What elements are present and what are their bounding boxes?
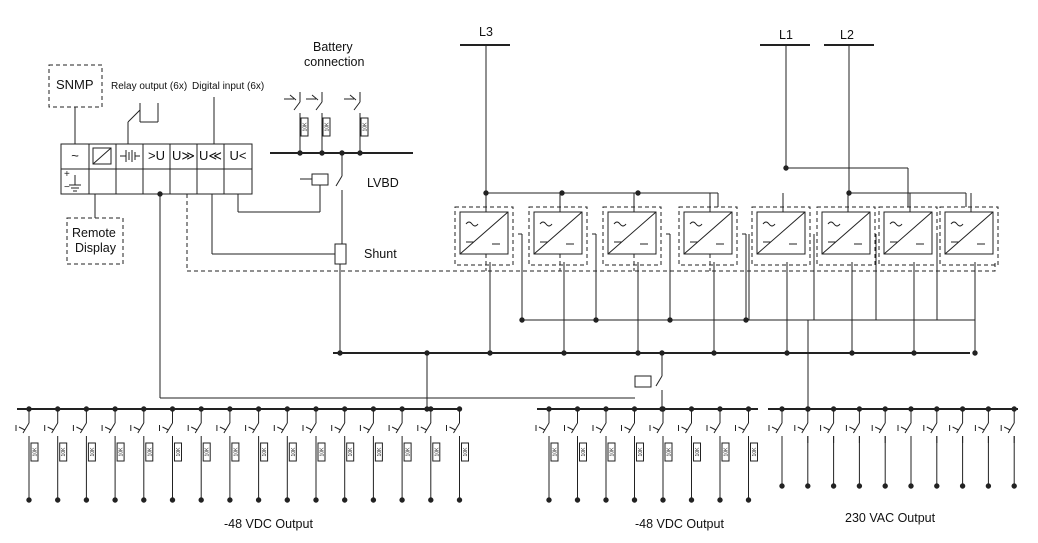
phase-l1-label: L1 <box>779 28 793 42</box>
svg-text:10K: 10K <box>291 447 297 457</box>
rectifier <box>454 206 514 266</box>
lvbd-relay <box>311 173 329 186</box>
controller-low-voltage-symbol: U≪ <box>199 148 222 163</box>
svg-text:10K: 10K <box>303 122 309 132</box>
controller-ac-symbol: ~ <box>71 148 79 163</box>
relay-output-label: Relay output (6x) <box>111 81 188 92</box>
svg-text:10K: 10K <box>233 447 239 457</box>
shunt <box>334 243 347 265</box>
phase-l3-label: L3 <box>479 25 493 39</box>
svg-text:10K: 10K <box>147 447 153 457</box>
battery-string: 10K <box>306 92 331 140</box>
ac-breaker <box>897 406 914 489</box>
dc-breaker-left: 10K <box>245 406 269 503</box>
dc-breaker-left: 10K <box>216 406 240 503</box>
ac-breaker <box>820 406 837 489</box>
dc-breaker-left: 10K <box>273 406 297 503</box>
dc-breaker-left: 10K <box>446 406 469 503</box>
svg-text:10K: 10K <box>463 447 469 457</box>
svg-text:10K: 10K <box>695 447 701 457</box>
svg-text:10K: 10K <box>363 122 369 132</box>
dc-breaker-mid: 10K <box>735 406 758 503</box>
svg-text:10K: 10K <box>320 447 326 457</box>
svg-text:10K: 10K <box>638 447 644 457</box>
svg-text:10K: 10K <box>434 447 440 457</box>
svg-text:10K: 10K <box>90 447 96 457</box>
dc-breaker-mid: 10K <box>678 406 701 503</box>
battery-string: 10K <box>344 92 369 140</box>
ac-breaker <box>871 406 888 489</box>
dc-breaker-left: 10K <box>187 406 211 503</box>
svg-text:10K: 10K <box>176 447 182 457</box>
dc-breaker-left: 10K <box>159 406 182 503</box>
battery-label-2: connection <box>304 55 365 69</box>
digital-input-label: Digital input (6x) <box>192 81 265 92</box>
shunt-label: Shunt <box>364 247 397 261</box>
svg-text:10K: 10K <box>119 447 125 457</box>
ac-breaker <box>923 406 940 489</box>
inverter <box>878 206 938 266</box>
remote-label-1: Remote <box>72 226 116 240</box>
svg-text:10K: 10K <box>205 447 211 457</box>
svg-text:+: + <box>64 169 70 180</box>
svg-text:10K: 10K <box>348 447 354 457</box>
dc-breaker-left: 10K <box>417 406 441 503</box>
svg-text:10K: 10K <box>581 447 587 457</box>
dc-breaker-mid: 10K <box>592 406 616 503</box>
ac-breaker <box>1000 406 1017 489</box>
ac-breaker <box>974 406 992 489</box>
inverter <box>816 206 876 266</box>
dc-output-mid-label: -48 VDC Output <box>635 517 724 531</box>
svg-text:10K: 10K <box>262 447 268 457</box>
svg-text:10K: 10K <box>752 447 758 457</box>
inverter <box>939 206 999 266</box>
svg-text:10K: 10K <box>406 447 412 457</box>
ac-breaker <box>768 406 785 489</box>
phase-l2-label: L2 <box>840 28 854 42</box>
dc-breaker-left: 10K <box>130 406 154 503</box>
lvbd-label: LVBD <box>367 176 399 190</box>
battery-label-1: Battery <box>313 40 353 54</box>
controller-high-voltage-symbol: U≫ <box>172 148 195 163</box>
svg-text:10K: 10K <box>61 447 67 457</box>
dc-breaker-left: 10K <box>15 406 39 503</box>
rectifier <box>602 206 662 266</box>
dc-breaker-left: 10K <box>101 406 125 503</box>
ac-breaker <box>794 406 811 489</box>
dc-breaker-left: 10K <box>388 406 412 503</box>
ac-output-label: 230 VAC Output <box>845 511 936 525</box>
remote-label-2: Display <box>75 241 116 255</box>
dc-output-left-label: -48 VDC Output <box>224 517 313 531</box>
dc-breaker-mid: 10K <box>621 406 644 503</box>
controller-overvoltage-symbol: >U <box>148 148 165 163</box>
svg-text:10K: 10K <box>33 447 39 457</box>
dc-breaker-left: 10K <box>359 406 383 503</box>
dc-breaker-left: 10K <box>331 406 355 503</box>
svg-text:−: − <box>64 182 70 193</box>
svg-text:10K: 10K <box>724 447 730 457</box>
rectifier <box>678 206 738 266</box>
inverter <box>751 206 811 266</box>
dc-breaker-mid: 10K <box>535 406 559 503</box>
controller-undervoltage-symbol: U< <box>229 148 247 163</box>
dc-breaker-mid: 10K <box>564 406 587 503</box>
dc-breaker-mid: 10K <box>706 406 730 503</box>
svg-text:10K: 10K <box>610 447 616 457</box>
dc-breaker-left: 10K <box>72 406 96 503</box>
snmp-label: SNMP <box>56 77 94 92</box>
svg-text:10K: 10K <box>377 447 383 457</box>
ac-breaker <box>949 406 966 489</box>
svg-text:10K: 10K <box>325 122 331 132</box>
svg-text:10K: 10K <box>667 447 673 457</box>
load-relay <box>634 375 652 388</box>
dc-breaker-mid: 10K <box>649 406 673 503</box>
battery-string: 10K <box>284 92 309 140</box>
ac-breaker <box>845 406 863 489</box>
dc-breaker-left: 10K <box>302 406 326 503</box>
dc-breaker-left: 10K <box>44 406 68 503</box>
rectifier <box>528 206 588 266</box>
svg-text:10K: 10K <box>553 447 559 457</box>
